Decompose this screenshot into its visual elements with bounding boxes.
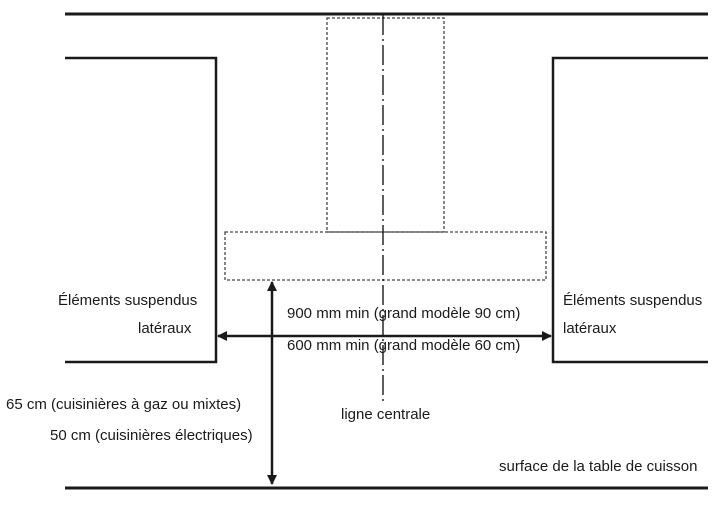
width-small-model-label: 600 mm min (grand modèle 60 cm) — [287, 337, 521, 354]
hood-canopy-outline — [224, 231, 547, 281]
centre-line-label: ligne centrale — [341, 406, 431, 423]
left-cabinets-label-line1: Éléments suspendus — [58, 292, 198, 309]
left-wall-cabinet — [65, 56, 218, 364]
right-cabinets-label-line2: latéraux — [563, 320, 617, 337]
height-electric-label: 50 cm (cuisinières électriques) — [50, 427, 253, 444]
height-gas-label: 65 cm (cuisinières à gaz ou mixtes) — [6, 396, 242, 413]
hood-chimney-outline — [326, 17, 445, 233]
width-large-model-label: 900 mm min (grand modèle 90 cm) — [287, 305, 521, 322]
left-cabinets-label-line2: latéraux — [138, 320, 192, 337]
hob-surface-label: surface de la table de cuisson — [499, 458, 698, 475]
right-wall-cabinet — [551, 56, 708, 364]
right-cabinets-label-line1: Éléments suspendus — [563, 292, 703, 309]
